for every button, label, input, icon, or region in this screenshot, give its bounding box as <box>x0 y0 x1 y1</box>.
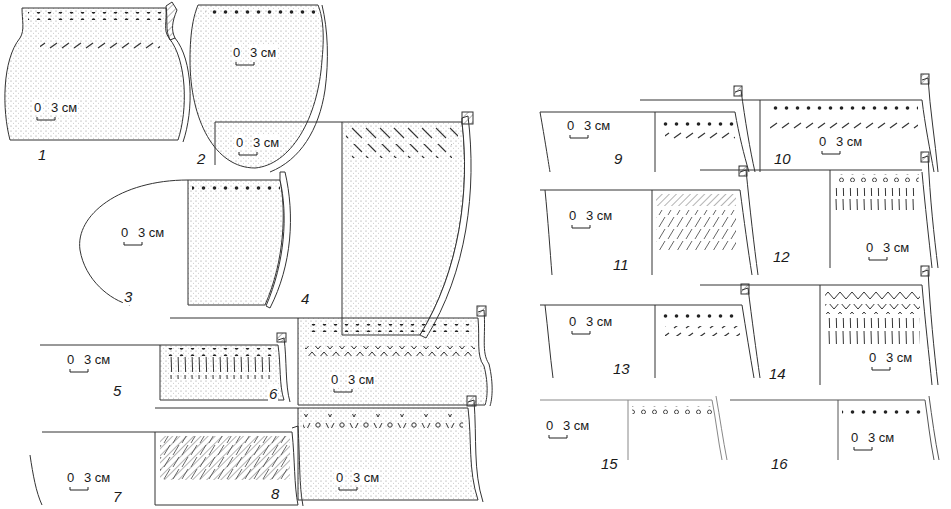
figure-number: 5 <box>112 382 122 399</box>
vessel-9 <box>540 86 755 172</box>
figure-number: 13 <box>612 360 631 377</box>
scale-label: 0 <box>335 470 344 485</box>
vessel-13 <box>540 284 760 378</box>
vessel-5 <box>40 333 290 402</box>
vessel-4 <box>215 112 473 338</box>
scale-label: 3 см <box>352 470 380 485</box>
scale-label: 3 см <box>252 135 280 150</box>
vessel-6 <box>170 306 492 406</box>
scale-label: 3 см <box>347 372 375 387</box>
vessel-2 <box>190 5 327 172</box>
scale-label: 0 <box>566 118 575 133</box>
scale-label: 3 см <box>885 350 913 365</box>
figure-number: 14 <box>768 365 787 382</box>
scale-label: 0 <box>33 100 42 115</box>
figure-number: 16 <box>770 455 789 472</box>
scale-label: 0 <box>66 352 75 367</box>
scale-label: 0 <box>868 350 877 365</box>
scale-label: 3 см <box>83 470 111 485</box>
scale-bars <box>37 62 890 490</box>
figure-number: 12 <box>772 248 791 265</box>
scale-label: 0 <box>568 314 577 329</box>
scale-label: 0 <box>66 470 75 485</box>
scale-label: 0 <box>235 135 244 150</box>
scale-label: 0 <box>865 240 874 255</box>
scale-label: 0 <box>818 134 827 149</box>
vessel-12 <box>700 152 938 268</box>
scale-label: 3 см <box>137 225 165 240</box>
scale-label: 0 <box>232 45 241 60</box>
figure-number: 10 <box>773 150 792 167</box>
vessel-3 <box>80 172 291 308</box>
vessel-11 <box>540 166 758 275</box>
scale-label: 3 см <box>835 134 863 149</box>
figure-number: 3 <box>123 288 133 305</box>
figure-number: 7 <box>112 488 122 505</box>
scale-label: 3 см <box>585 314 613 329</box>
figure-number: 2 <box>196 150 206 167</box>
vessel-8 <box>155 396 483 502</box>
scale-label: 3 см <box>562 418 590 433</box>
figure-number: 11 <box>612 256 630 273</box>
vessel-14 <box>700 266 938 385</box>
scale-label: 3 см <box>882 240 910 255</box>
vessel-1 <box>5 2 190 142</box>
scale-label: 3 см <box>585 208 613 223</box>
vessel-10 <box>640 74 938 172</box>
scale-label: 3 см <box>249 45 277 60</box>
figure-number: 9 <box>613 150 623 167</box>
scale-label: 0 <box>330 372 339 387</box>
vessel-7 <box>30 426 303 506</box>
scale-label: 0 <box>545 418 554 433</box>
scale-label: 3 см <box>83 352 111 367</box>
figure-number: 6 <box>268 385 278 402</box>
vessel-16 <box>730 396 939 460</box>
scale-label: 3 см <box>867 430 895 445</box>
figure-number: 8 <box>270 485 280 502</box>
figure-number: 15 <box>600 455 619 472</box>
figure-number: 4 <box>300 290 310 307</box>
scale-label: 3 см <box>50 100 78 115</box>
scale-label: 3 см <box>583 118 611 133</box>
scale-label: 0 <box>568 208 577 223</box>
scale-label: 0 <box>120 225 129 240</box>
vessel-15 <box>540 396 727 460</box>
figure-number: 1 <box>37 146 47 163</box>
scale-label: 0 <box>850 430 859 445</box>
